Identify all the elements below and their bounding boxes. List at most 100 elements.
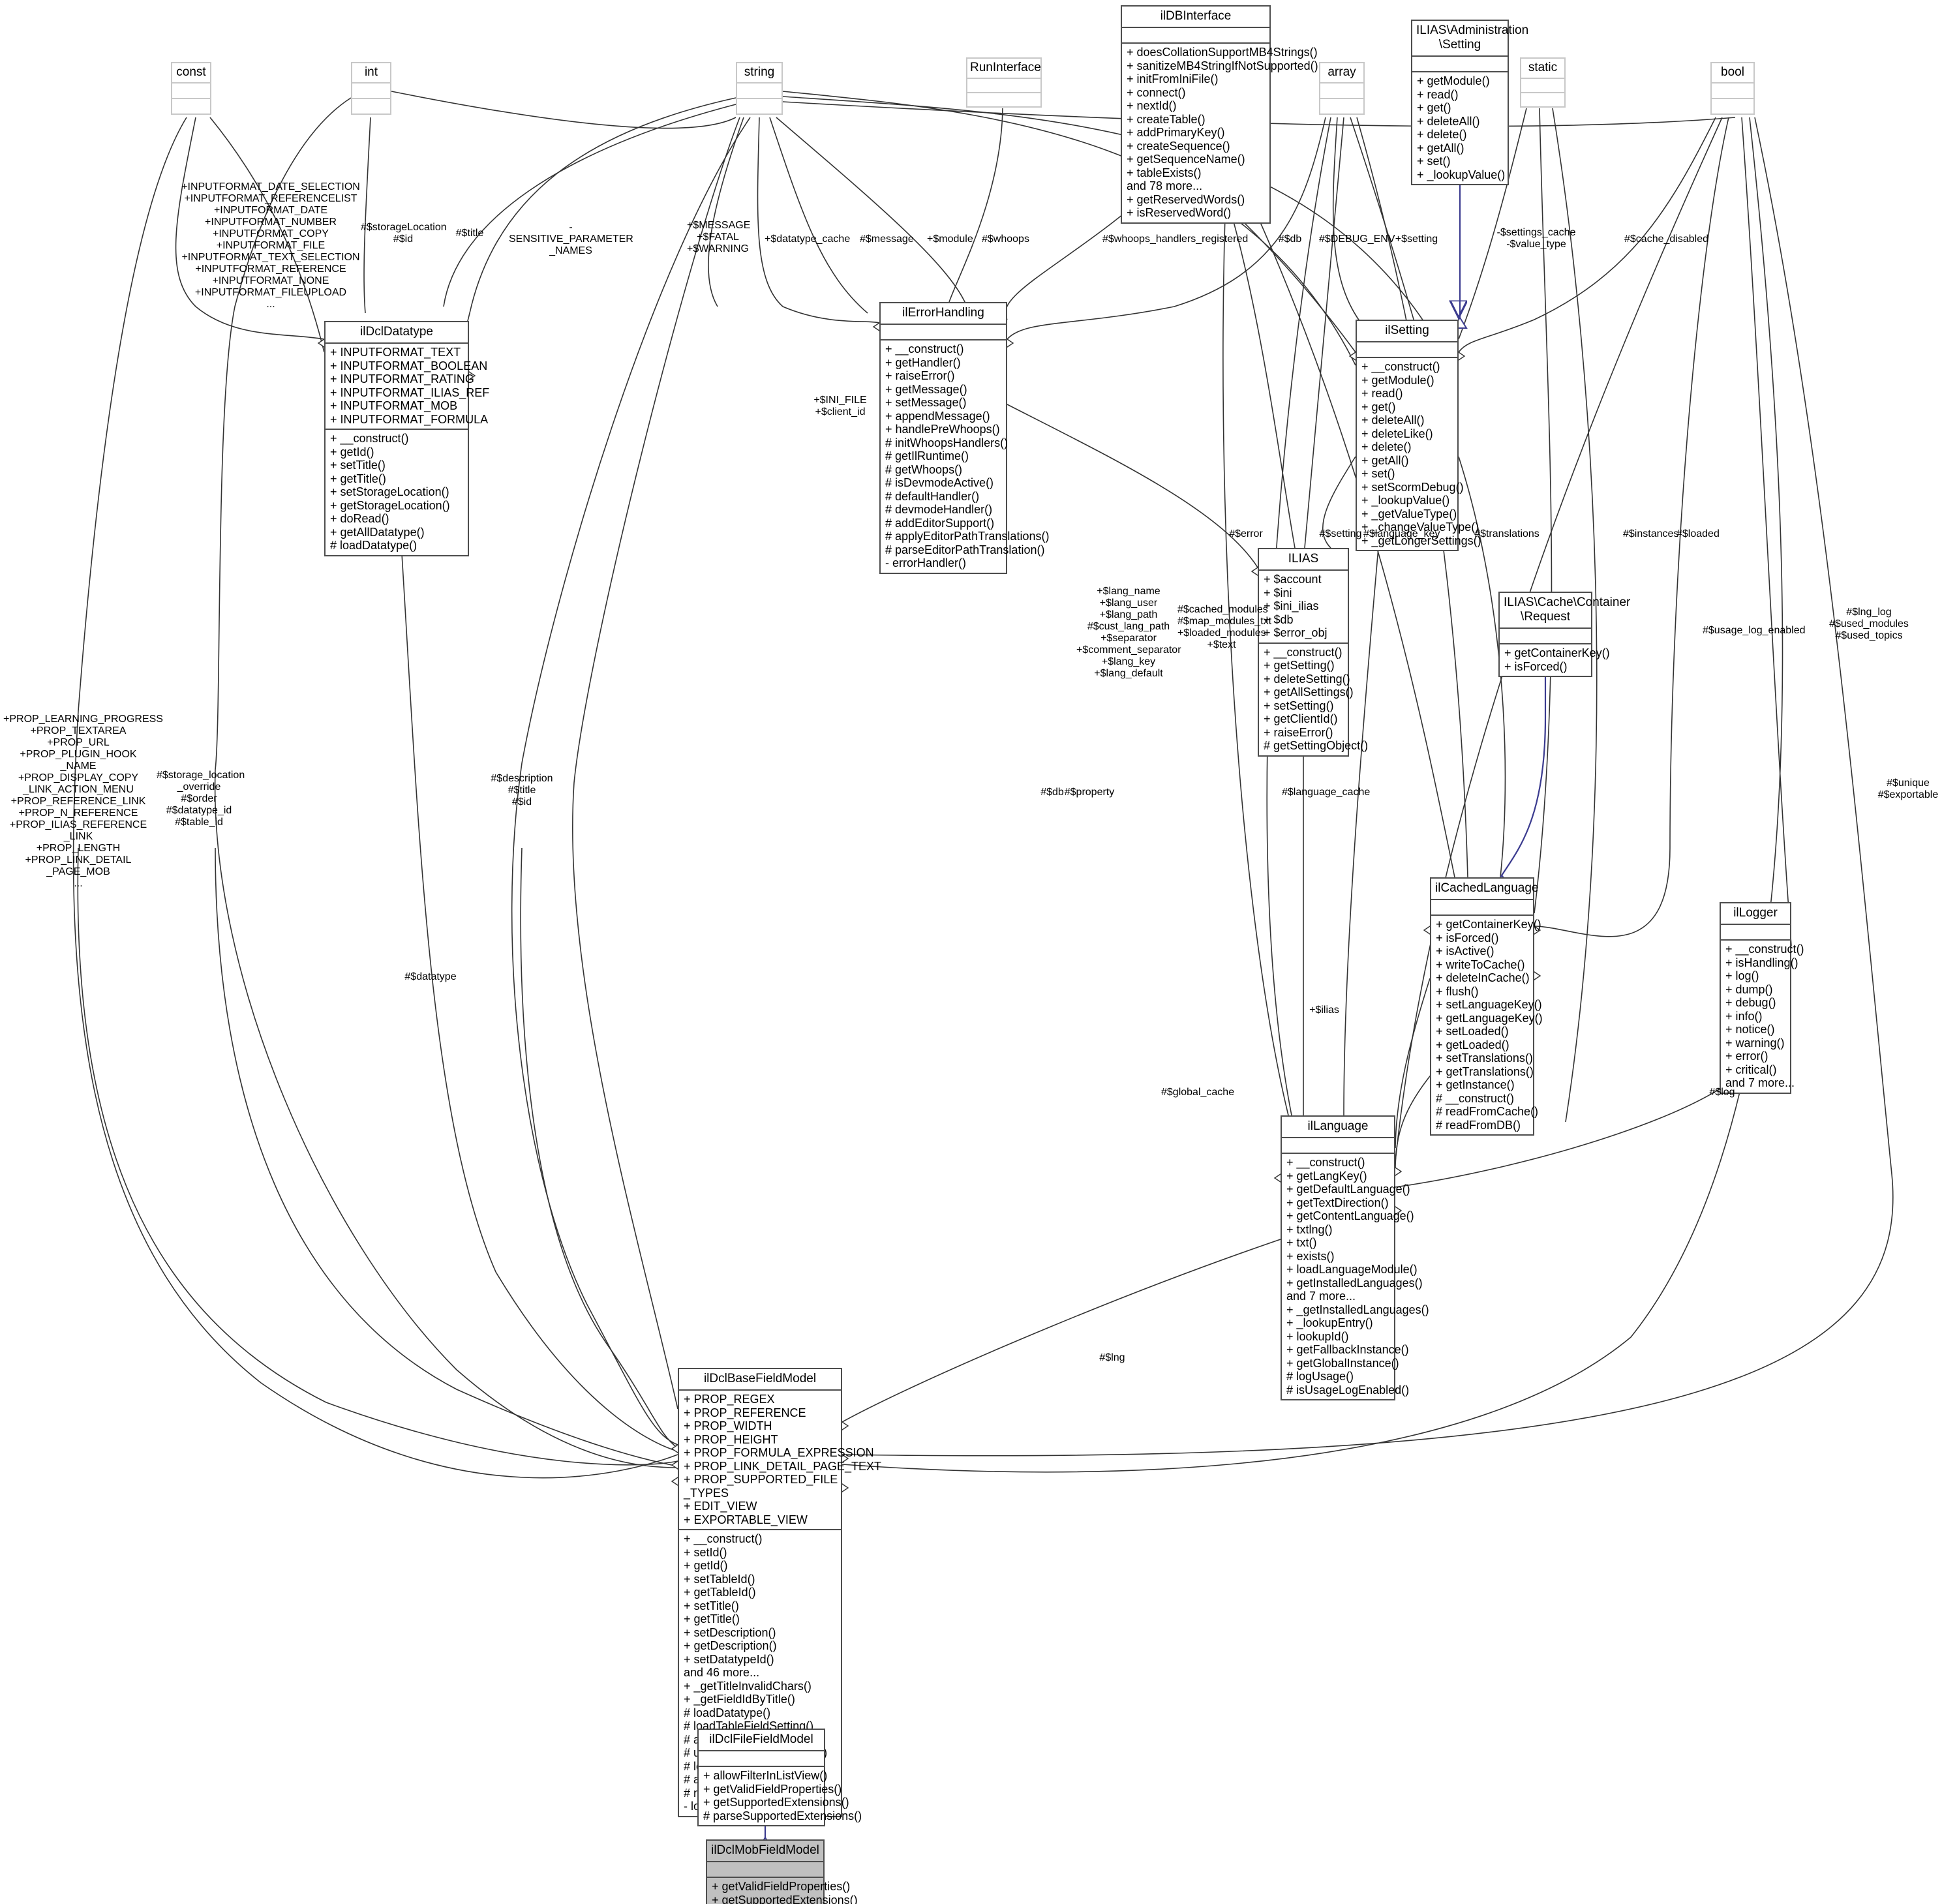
class-member: # applyEditorPathTranslations(): [885, 530, 1050, 543]
edge-label-sensitive-parameter-names: -SENSITIVE_PARAMETER _NAMES: [509, 222, 633, 256]
class-member: + writeToCache(): [1436, 958, 1525, 971]
class-node-ilias-administration-setting[interactable]: ILIAS\Administration \Setting + getModul…: [1411, 20, 1528, 185]
class-member: + isReservedWord(): [1127, 206, 1232, 219]
class-node-illogger[interactable]: ilLogger + __construct()+ isHandling()+ …: [1720, 902, 1804, 1094]
edge-label-datatype-cache: +$datatype_cache: [765, 234, 851, 245]
class-member: + getContainerKey(): [1436, 918, 1541, 931]
class-member: + $ini: [1264, 586, 1292, 599]
type-box-runinterface: RunInterface: [966, 57, 1042, 108]
class-member: + _getLongerSettings(): [1361, 534, 1481, 547]
class-operations: + getValidFieldProperties()+ getSupporte…: [707, 1878, 858, 1904]
divider: [1357, 341, 1457, 342]
class-member: + debug(): [1725, 996, 1776, 1009]
divider: [881, 324, 1006, 325]
edge-label-loaded: #$loaded: [1676, 528, 1720, 539]
class-member: + setTitle(): [684, 1599, 739, 1612]
class-node-ilsetting[interactable]: ilSetting + __construct()+ getModule()+ …: [1356, 320, 1481, 551]
edge-label-cached-modules: #$cached_modules #$map_modules_txt +$loa…: [1177, 604, 1272, 650]
class-member: + getAllDatatype(): [330, 525, 425, 539]
class-member: + setLanguageKey(): [1436, 998, 1542, 1011]
class-title: ILIAS: [1288, 552, 1319, 566]
class-member: + critical(): [1725, 1063, 1777, 1076]
type-box-label: static: [1528, 61, 1558, 74]
edge-label-cache-disabled: #$cache_disabled: [1624, 234, 1708, 245]
class-member: + getAll(): [1417, 141, 1464, 155]
divider: [707, 1877, 823, 1878]
class-member: + exists(): [1286, 1249, 1335, 1263]
class-member: + PROP_FORMULA_EXPRESSION: [684, 1446, 874, 1459]
class-member: + __construct(): [1286, 1156, 1365, 1169]
edge-label-prop-list: +PROP_LEARNING_PROGRESS +PROP_TEXTAREA +…: [3, 714, 163, 889]
divider: [1712, 82, 1753, 83]
class-member: + getValidFieldProperties(): [712, 1880, 851, 1893]
class-attributes: [1431, 900, 1533, 914]
class-member: and 7 more...: [1286, 1290, 1356, 1303]
class-member: + INPUTFORMAT_ILIAS_REF: [330, 385, 490, 399]
class-title: ilDBInterface: [1160, 9, 1232, 23]
class-node-ilias[interactable]: ILIAS + $account+ $ini+ $ini_ilias+ $db+…: [1258, 548, 1369, 757]
class-operations: + __construct()+ getModule()+ read()+ ge…: [1357, 358, 1481, 550]
divider: [1282, 1137, 1394, 1138]
class-member: + connect(): [1127, 85, 1186, 99]
class-member: + _lookupValue(): [1361, 494, 1450, 507]
class-member: # __construct(): [1436, 1091, 1515, 1105]
class-member: + setDescription(): [684, 1625, 776, 1639]
class-member: + getTitle(): [330, 472, 386, 485]
class-member: + getStorageLocation(): [330, 498, 450, 512]
class-member: + setSetting(): [1264, 699, 1334, 712]
class-node-ilcachedlanguage[interactable]: ilCachedLanguage + getContainerKey()+ is…: [1430, 877, 1543, 1136]
class-attributes: [1282, 1138, 1394, 1153]
divider: [679, 1529, 841, 1530]
class-node-ildcldatatype[interactable]: ilDclDatatype + INPUTFORMAT_TEXT+ INPUTF…: [324, 321, 490, 556]
class-member: + getLoaded(): [1436, 1038, 1509, 1051]
class-member: + getTranslations(): [1436, 1065, 1534, 1078]
class-member: + PROP_LINK_DETAIL_PAGE_TEXT: [684, 1459, 881, 1473]
class-member: and 78 more...: [1127, 179, 1203, 192]
class-member: + getDefaultLanguage(): [1286, 1183, 1410, 1196]
edge-label-error: #$error: [1229, 528, 1263, 539]
class-member: + tableExists(): [1127, 166, 1202, 179]
class-member: + getTitle(): [684, 1612, 740, 1625]
divider: [737, 98, 781, 99]
class-operations: + allowFilterInListView()+ getValidField…: [699, 1767, 862, 1825]
class-attributes: [1357, 342, 1457, 357]
class-title: ilDclFileFieldModel: [709, 1732, 813, 1746]
class-node-ilerrorhandling[interactable]: ilErrorHandling + __construct()+ getHand…: [879, 302, 1050, 574]
class-member: + $db: [1264, 612, 1294, 626]
class-member: + allowFilterInListView(): [703, 1769, 828, 1782]
class-member: + deleteLike(): [1361, 427, 1433, 440]
class-member: + handlePreWhoops(): [885, 423, 1000, 436]
class-member: + txtlng(): [1286, 1222, 1333, 1236]
class-node-illanguage[interactable]: ilLanguage + __construct()+ getLangKey()…: [1281, 1115, 1429, 1400]
class-node-ildclfilefieldmodel[interactable]: ilDclFileFieldModel + allowFilterInListV…: [697, 1729, 862, 1826]
class-member: # logUsage(): [1286, 1370, 1354, 1383]
divider: [1357, 357, 1457, 358]
edge-label-setting: +$setting: [1395, 234, 1438, 245]
divider: [326, 429, 468, 430]
class-member: + getAll(): [1361, 453, 1409, 467]
class-member: + getMessage(): [885, 382, 967, 396]
class-node-ildclmobfieldmodel[interactable]: ilDclMobFieldModel + getValidFieldProper…: [706, 1839, 858, 1904]
class-member: # getIlRuntime(): [885, 449, 969, 462]
class-member: + getTextDirection(): [1286, 1196, 1389, 1209]
class-member: + getDescription(): [684, 1639, 777, 1652]
class-member: + PROP_HEIGHT: [684, 1432, 778, 1446]
divider: [1259, 642, 1348, 644]
divider: [1320, 82, 1363, 83]
edge-label-language-key: #$language_key: [1363, 528, 1440, 539]
class-member: # initWhoopsHandlers(): [885, 436, 1009, 449]
class-title: ILIAS\Cache\Container \Request: [1504, 596, 1631, 624]
class-member: # getSettingObject(): [1264, 739, 1369, 752]
class-member: + getLangKey(): [1286, 1169, 1367, 1183]
class-member: + getId(): [684, 1559, 728, 1572]
class-node-ildbinterface[interactable]: ilDBInterface + doesCollationSupportMB4S…: [1121, 5, 1318, 224]
class-member: + PROP_REFERENCE: [684, 1406, 806, 1419]
class-node-ilias-cache-container-request[interactable]: ILIAS\Cache\Container \Request + getCont…: [1498, 592, 1631, 677]
class-member: + error(): [1725, 1050, 1768, 1063]
edge-label-storage-location-override: #$storage_location _override #$order #$d…: [157, 770, 245, 828]
class-member: + getContentLanguage(): [1286, 1209, 1414, 1222]
class-member: + setTableId(): [684, 1572, 755, 1586]
class-member: and 7 more...: [1725, 1076, 1795, 1089]
class-member: + getSequenceName(): [1127, 153, 1245, 166]
